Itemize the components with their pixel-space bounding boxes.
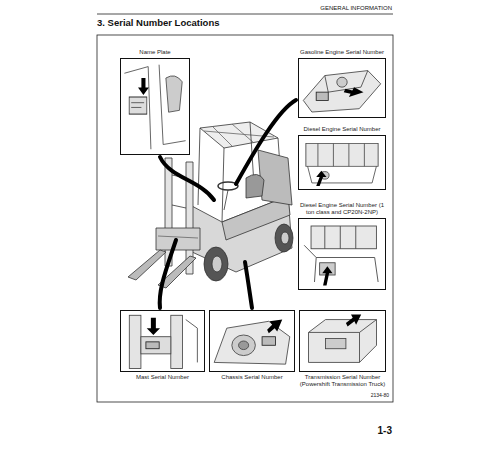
forklift-drawing-part (204, 247, 228, 281)
inset-heading: Mast Serial Number (120, 374, 205, 381)
diesel-engine-inset-part (364, 144, 365, 167)
section-title: 3. Serial Number Locations (97, 18, 219, 28)
inset-heading: Name Plate (120, 49, 190, 56)
name-plate-inset (121, 59, 189, 154)
inset-heading: Chassis Serial Number (209, 374, 295, 381)
inset-heading: Diesel Engine Serial Number (298, 126, 386, 133)
gasoline-engine-inset (299, 59, 385, 117)
inset-frame (209, 310, 295, 372)
inset-frame (120, 58, 190, 155)
diesel-engine-inset-part (317, 144, 318, 167)
mast-inset (121, 311, 204, 371)
leader-lines-part (160, 240, 176, 308)
mast-inset-part (171, 315, 183, 368)
gasoline-engine-inset-part (344, 87, 364, 97)
transmission-inset-part (346, 314, 361, 326)
diesel-engine-small-inset-part (311, 226, 376, 249)
serial-location-inset: Mast Serial Number (120, 310, 205, 381)
leader-lines-part (160, 157, 214, 200)
diesel-engine-inset-part (316, 171, 326, 186)
inset-heading: Diesel Engine Serial Number (1 ton class… (298, 202, 386, 216)
serial-location-inset: Diesel Engine Serial Number (1 ton class… (298, 202, 386, 290)
leader-lines-part (236, 100, 296, 184)
mast-inset-part (186, 320, 198, 363)
forklift-drawing-part (258, 150, 292, 205)
forklift-drawing-part (275, 224, 293, 252)
mast-inset-part (147, 318, 160, 335)
diesel-engine-inset-part (306, 144, 378, 167)
forklift-drawing-part (222, 148, 224, 222)
mast-inset-part (146, 342, 159, 349)
inset-frame (298, 58, 386, 118)
serial-location-inset: Gasoline Engine Serial Number (298, 49, 386, 118)
inset-frame (299, 310, 386, 372)
forklift-drawing-part (158, 236, 198, 238)
chassis-inset-part (232, 335, 256, 356)
diesel-engine-small-inset-part (304, 245, 378, 282)
gasoline-engine-inset-part (337, 77, 347, 87)
name-plate-inset-part (131, 102, 144, 103)
gasoline-engine-inset-part (316, 92, 328, 100)
inset-heading: Gasoline Engine Serial Number (298, 49, 386, 56)
transmission-inset-part (309, 320, 377, 363)
mast-inset-part (141, 337, 171, 354)
diesel-engine-small-inset-part (340, 226, 341, 249)
chassis-inset (210, 311, 294, 371)
serial-location-inset: Diesel Engine Serial Number (298, 126, 386, 190)
chassis-inset-part (262, 337, 275, 346)
figure-code: 2134-80 (371, 393, 389, 399)
page-number: 1-3 (378, 425, 392, 436)
transmission-inset-part (326, 338, 346, 348)
forklift-drawing-part (224, 190, 228, 210)
name-plate-inset-part (129, 97, 147, 114)
gasoline-engine-inset-part (325, 71, 368, 93)
forklift-drawing-part (246, 174, 264, 198)
diesel-engine-small-inset-part (322, 266, 332, 285)
diesel-engine-inset-part (308, 166, 377, 183)
inset-frame (298, 135, 386, 190)
name-plate-inset-part (131, 107, 141, 108)
serial-location-inset: Chassis Serial Number (209, 310, 295, 381)
diesel-engine-small-inset (299, 219, 385, 289)
diesel-engine-inset-part (333, 144, 334, 167)
forklift-drawing-part (281, 232, 289, 244)
forklift-drawing-part (198, 128, 200, 205)
inset-heading: Transmission Serial Number (Powershift T… (299, 374, 386, 388)
running-header: GENERAL INFORMATION (320, 5, 392, 12)
mast-inset-part (129, 315, 141, 368)
forklift-drawing-part (156, 228, 200, 250)
figure-frame (97, 35, 393, 402)
name-plate-inset-part (166, 76, 182, 112)
name-plate-inset-part (138, 78, 149, 95)
diesel-engine-small-inset-part (355, 226, 356, 249)
transmission-inset (300, 311, 385, 371)
inset-frame (120, 310, 205, 372)
forklift-drawing-part (172, 205, 186, 208)
transmission-inset-part (309, 320, 377, 363)
serial-location-inset: Name Plate (120, 49, 190, 155)
inset-frame (298, 218, 386, 290)
gasoline-engine-inset-part (303, 71, 380, 112)
forklift-drawing-part (128, 250, 166, 280)
diesel-engine-inset-part (348, 144, 349, 167)
header-rule (97, 14, 393, 15)
forklift-drawing-part (212, 126, 232, 146)
diesel-engine-small-inset-part (324, 226, 325, 249)
forklift-drawing-part (212, 256, 222, 272)
leader-lines-part (245, 262, 252, 308)
serial-location-inset: Transmission Serial Number (Powershift T… (299, 310, 386, 388)
chassis-inset-part (267, 320, 282, 334)
diesel-engine-inset (299, 136, 385, 189)
name-plate-inset-part (124, 65, 185, 150)
chassis-inset-part (239, 341, 249, 350)
